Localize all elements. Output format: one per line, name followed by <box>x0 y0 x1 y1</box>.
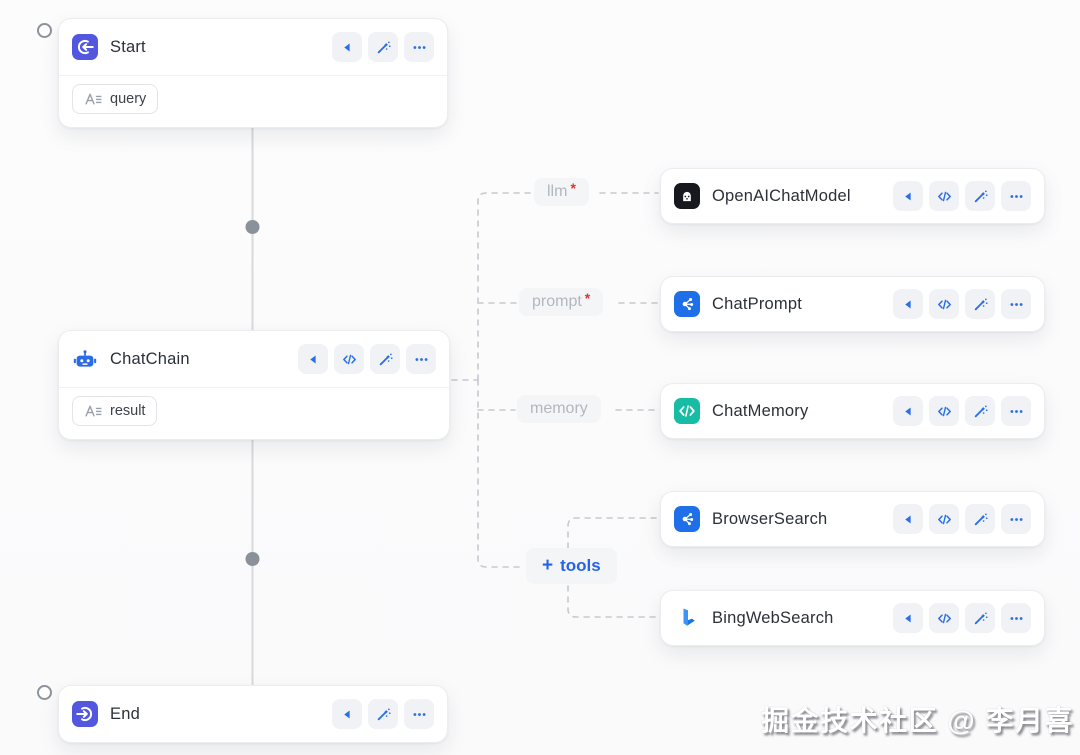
code-button[interactable] <box>929 504 959 534</box>
collapse-button[interactable] <box>893 603 923 633</box>
ai-wand-button[interactable] <box>368 32 398 62</box>
required-mark: * <box>570 180 576 196</box>
node-title: Start <box>110 37 146 56</box>
more-button[interactable] <box>1001 289 1031 319</box>
more-button[interactable] <box>406 344 436 374</box>
share-network-icon <box>674 291 700 317</box>
node-chatprompt[interactable]: ChatPrompt <box>660 276 1045 332</box>
collapse-button[interactable] <box>332 32 362 62</box>
openai-bot-icon <box>674 183 700 209</box>
collapse-button[interactable] <box>893 504 923 534</box>
node-bingwebsearch[interactable]: BingWebSearch <box>660 590 1045 646</box>
node-title: ChatMemory <box>712 401 809 420</box>
ai-wand-button[interactable] <box>965 504 995 534</box>
port-label-prompt: prompt* <box>519 288 604 316</box>
node-title: BingWebSearch <box>712 608 834 627</box>
output-tag-query[interactable]: query <box>72 84 159 114</box>
tag-label: query <box>110 91 147 107</box>
node-title: ChatPrompt <box>712 294 803 313</box>
code-button[interactable] <box>334 344 364 374</box>
node-browsersearch[interactable]: BrowserSearch <box>660 491 1045 547</box>
code-button[interactable] <box>929 603 959 633</box>
start-port[interactable] <box>37 23 52 38</box>
node-title: BrowserSearch <box>712 509 828 528</box>
node-openaichatmodel[interactable]: OpenAIChatModel <box>660 168 1045 224</box>
share-network-icon <box>674 506 700 532</box>
add-tools-button[interactable]: + tools <box>526 548 617 584</box>
code-button[interactable] <box>929 396 959 426</box>
wire-dot <box>245 220 260 234</box>
text-type-icon <box>85 93 102 105</box>
port-label-memory: memory <box>517 395 601 423</box>
ai-wand-button[interactable] <box>965 289 995 319</box>
port-label-text: memory <box>530 400 588 417</box>
collapse-button[interactable] <box>298 344 328 374</box>
enter-arrow-icon <box>72 701 98 727</box>
node-title: End <box>110 704 140 723</box>
divider <box>59 387 449 388</box>
more-button[interactable] <box>1001 181 1031 211</box>
node-title: OpenAIChatModel <box>712 186 851 205</box>
ai-wand-button[interactable] <box>965 603 995 633</box>
collapse-button[interactable] <box>893 181 923 211</box>
tag-label: result <box>110 403 146 419</box>
port-label-text: tools <box>560 556 601 575</box>
more-button[interactable] <box>404 32 434 62</box>
more-button[interactable] <box>1001 396 1031 426</box>
more-button[interactable] <box>1001 504 1031 534</box>
code-button[interactable] <box>929 181 959 211</box>
port-label-text: prompt <box>532 293 582 310</box>
robot-icon <box>72 346 98 372</box>
port-label-llm: llm* <box>534 178 589 206</box>
wire-dot <box>245 552 260 566</box>
output-tag-result[interactable]: result <box>72 396 158 426</box>
dashed-wires <box>451 192 659 618</box>
required-mark: * <box>584 290 591 306</box>
ai-wand-button[interactable] <box>370 344 400 374</box>
code-badge-icon <box>674 398 700 424</box>
more-button[interactable] <box>404 699 434 729</box>
bing-icon <box>674 605 700 631</box>
collapse-button[interactable] <box>893 289 923 319</box>
collapse-button[interactable] <box>893 396 923 426</box>
ai-wand-button[interactable] <box>368 699 398 729</box>
ai-wand-button[interactable] <box>965 181 995 211</box>
node-title: ChatChain <box>110 349 190 368</box>
ai-wand-button[interactable] <box>965 396 995 426</box>
node-start[interactable]: Start query <box>58 18 448 128</box>
port-label-text: llm <box>547 183 568 200</box>
code-button[interactable] <box>929 289 959 319</box>
more-button[interactable] <box>1001 603 1031 633</box>
watermark: 掘金技术社区 @ 李月喜 <box>761 705 1074 736</box>
divider <box>59 75 447 76</box>
enter-circle-icon <box>72 34 98 60</box>
collapse-button[interactable] <box>332 699 362 729</box>
end-port[interactable] <box>37 685 52 700</box>
text-type-icon <box>85 405 102 417</box>
node-end[interactable]: End <box>58 685 448 743</box>
node-chatchain[interactable]: ChatChain result <box>58 330 450 440</box>
plus-icon: + <box>542 555 554 576</box>
node-chatmemory[interactable]: ChatMemory <box>660 383 1045 439</box>
